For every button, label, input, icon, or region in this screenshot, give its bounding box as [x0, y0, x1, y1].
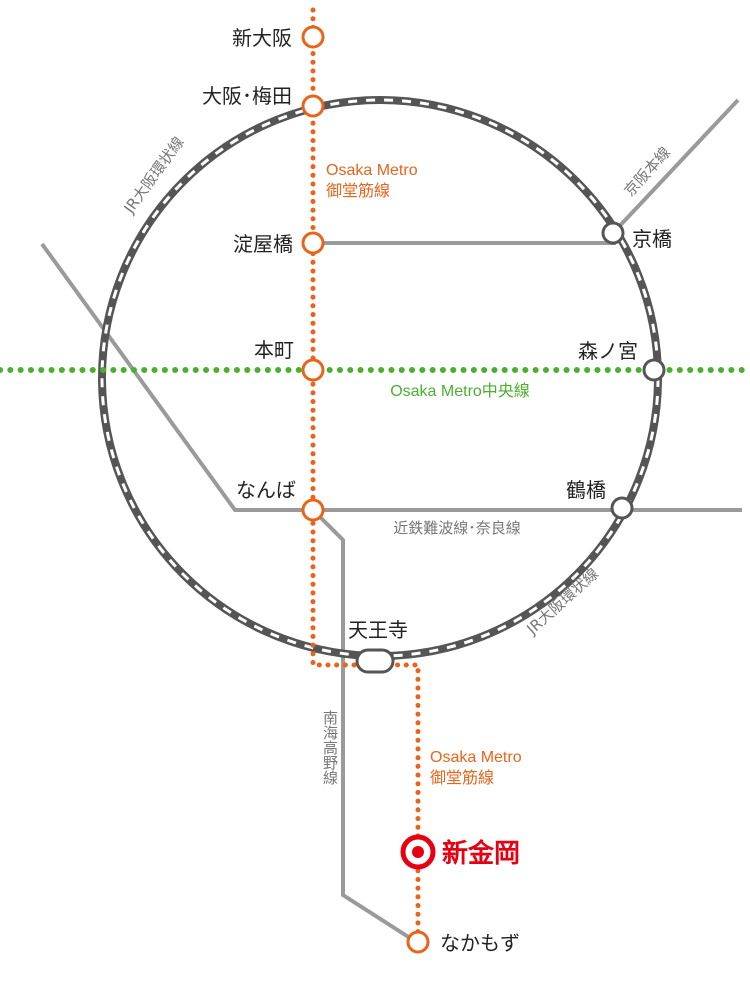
midosuji-line-label-en-bottom: Osaka Metro	[430, 749, 522, 766]
station-label-namba: なんば	[236, 478, 296, 502]
station-marker-nakamozu[interactable]	[406, 930, 430, 954]
station-label-kyobashi: 京橋	[632, 227, 672, 251]
station-marker-osaka-umeda[interactable]	[301, 94, 325, 118]
station-marker-hommachi[interactable]	[301, 358, 325, 382]
keihan-line-label: 京阪本線	[621, 143, 675, 200]
station-label-shin-osaka: 新大阪	[232, 26, 292, 50]
station-marker-tsuruhashi[interactable]	[610, 496, 634, 520]
nankai-line	[311, 508, 412, 940]
chuo-line-label: Osaka Metro中央線	[390, 382, 530, 400]
midosuji-line	[310, 7, 421, 945]
station-marker-shinkanaoka[interactable]	[400, 834, 436, 870]
yodoyabashi-kyobashi-line	[313, 232, 616, 245]
station-label-tennoji: 天王寺	[348, 618, 408, 642]
kintetsu-line-label: 近鉄難波線･奈良線	[393, 519, 521, 537]
jr-loop-label-upper-left: JR大阪環状線	[120, 133, 188, 217]
station-marker-shin-osaka[interactable]	[301, 25, 325, 49]
station-label-nakamozu: なかもず	[440, 931, 520, 955]
nankai-line-label: 南海高野線	[321, 710, 339, 785]
midosuji-line-label-en-top: Osaka Metro	[326, 162, 418, 179]
station-marker-namba[interactable]	[301, 498, 325, 522]
station-marker-morinomiya[interactable]	[642, 358, 666, 382]
jr-loop-label-lower-right: JR大阪環状線	[522, 565, 602, 639]
station-marker-yodoyabashi[interactable]	[301, 231, 325, 255]
station-label-shinkanaoka: 新金岡	[442, 838, 520, 869]
station-label-morinomiya: 森ノ宮	[578, 339, 638, 363]
keihan-line	[612, 98, 740, 234]
station-label-hommachi: 本町	[254, 338, 294, 362]
station-label-tsuruhashi: 鶴橋	[566, 478, 606, 502]
kintetsu-line	[40, 242, 742, 512]
station-label-osaka-umeda: 大阪･梅田	[202, 84, 292, 108]
station-marker-tennoji[interactable]	[355, 648, 395, 674]
station-label-yodoyabashi: 淀屋橋	[233, 232, 293, 256]
station-marker-kyobashi[interactable]	[601, 221, 625, 245]
midosuji-line-label-jp-bottom: 御堂筋線	[430, 769, 494, 787]
midosuji-line-label-jp-top: 御堂筋線	[326, 182, 390, 200]
